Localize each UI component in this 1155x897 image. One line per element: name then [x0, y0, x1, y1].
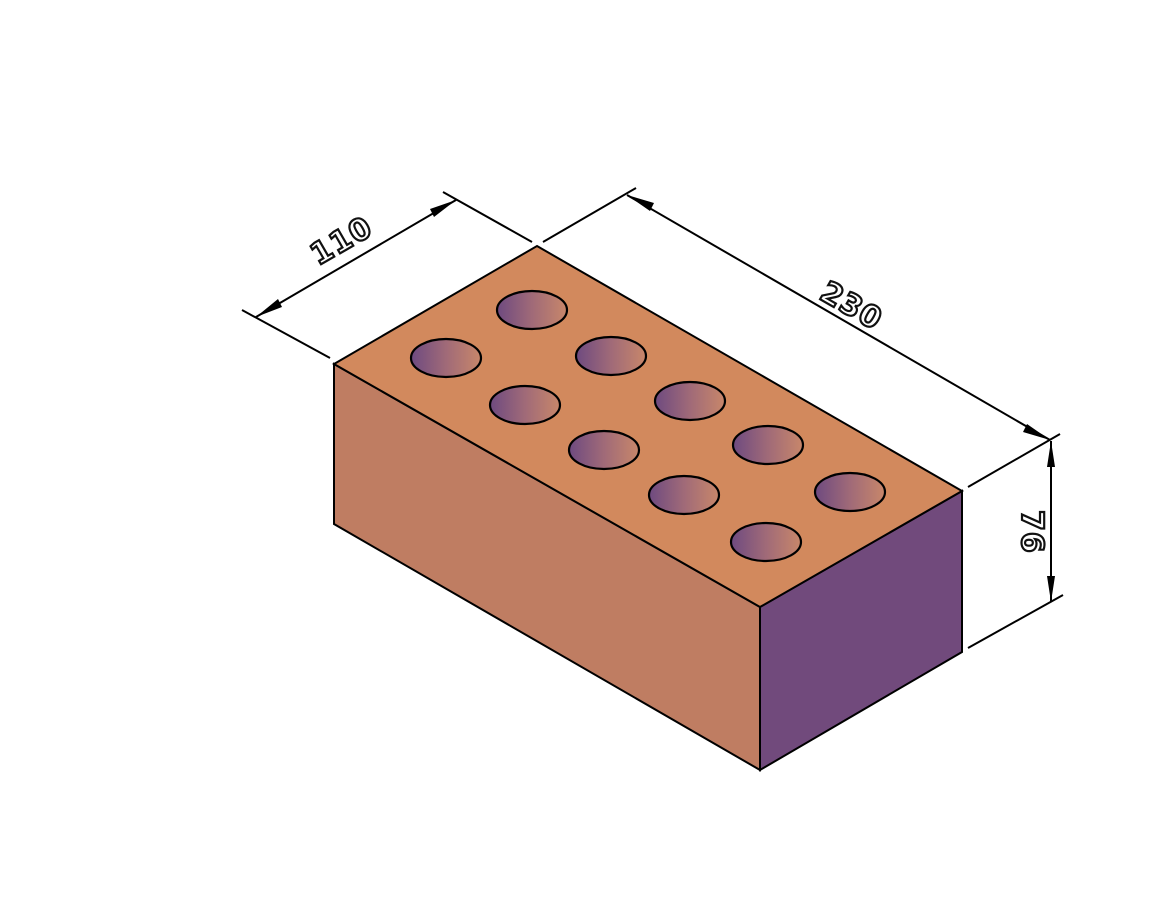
dimension-length: [542, 187, 1061, 488]
hole: [488, 384, 562, 426]
dimension-length-label: 230: [814, 275, 888, 338]
hole: [567, 429, 641, 471]
hole: [729, 521, 803, 563]
hole: [731, 424, 805, 466]
hole: [574, 335, 648, 377]
brick-top-face: [331, 244, 965, 609]
hole: [409, 337, 483, 379]
dimension-width: [241, 191, 533, 359]
hole: [653, 380, 727, 422]
hole: [647, 474, 721, 516]
dimension-width-label: 110: [305, 210, 379, 273]
dimension-height-label: 76: [1014, 510, 1049, 554]
brick-holes: [409, 289, 887, 563]
dimension-height: [967, 441, 1064, 649]
hole: [495, 289, 569, 331]
hole: [813, 471, 887, 513]
